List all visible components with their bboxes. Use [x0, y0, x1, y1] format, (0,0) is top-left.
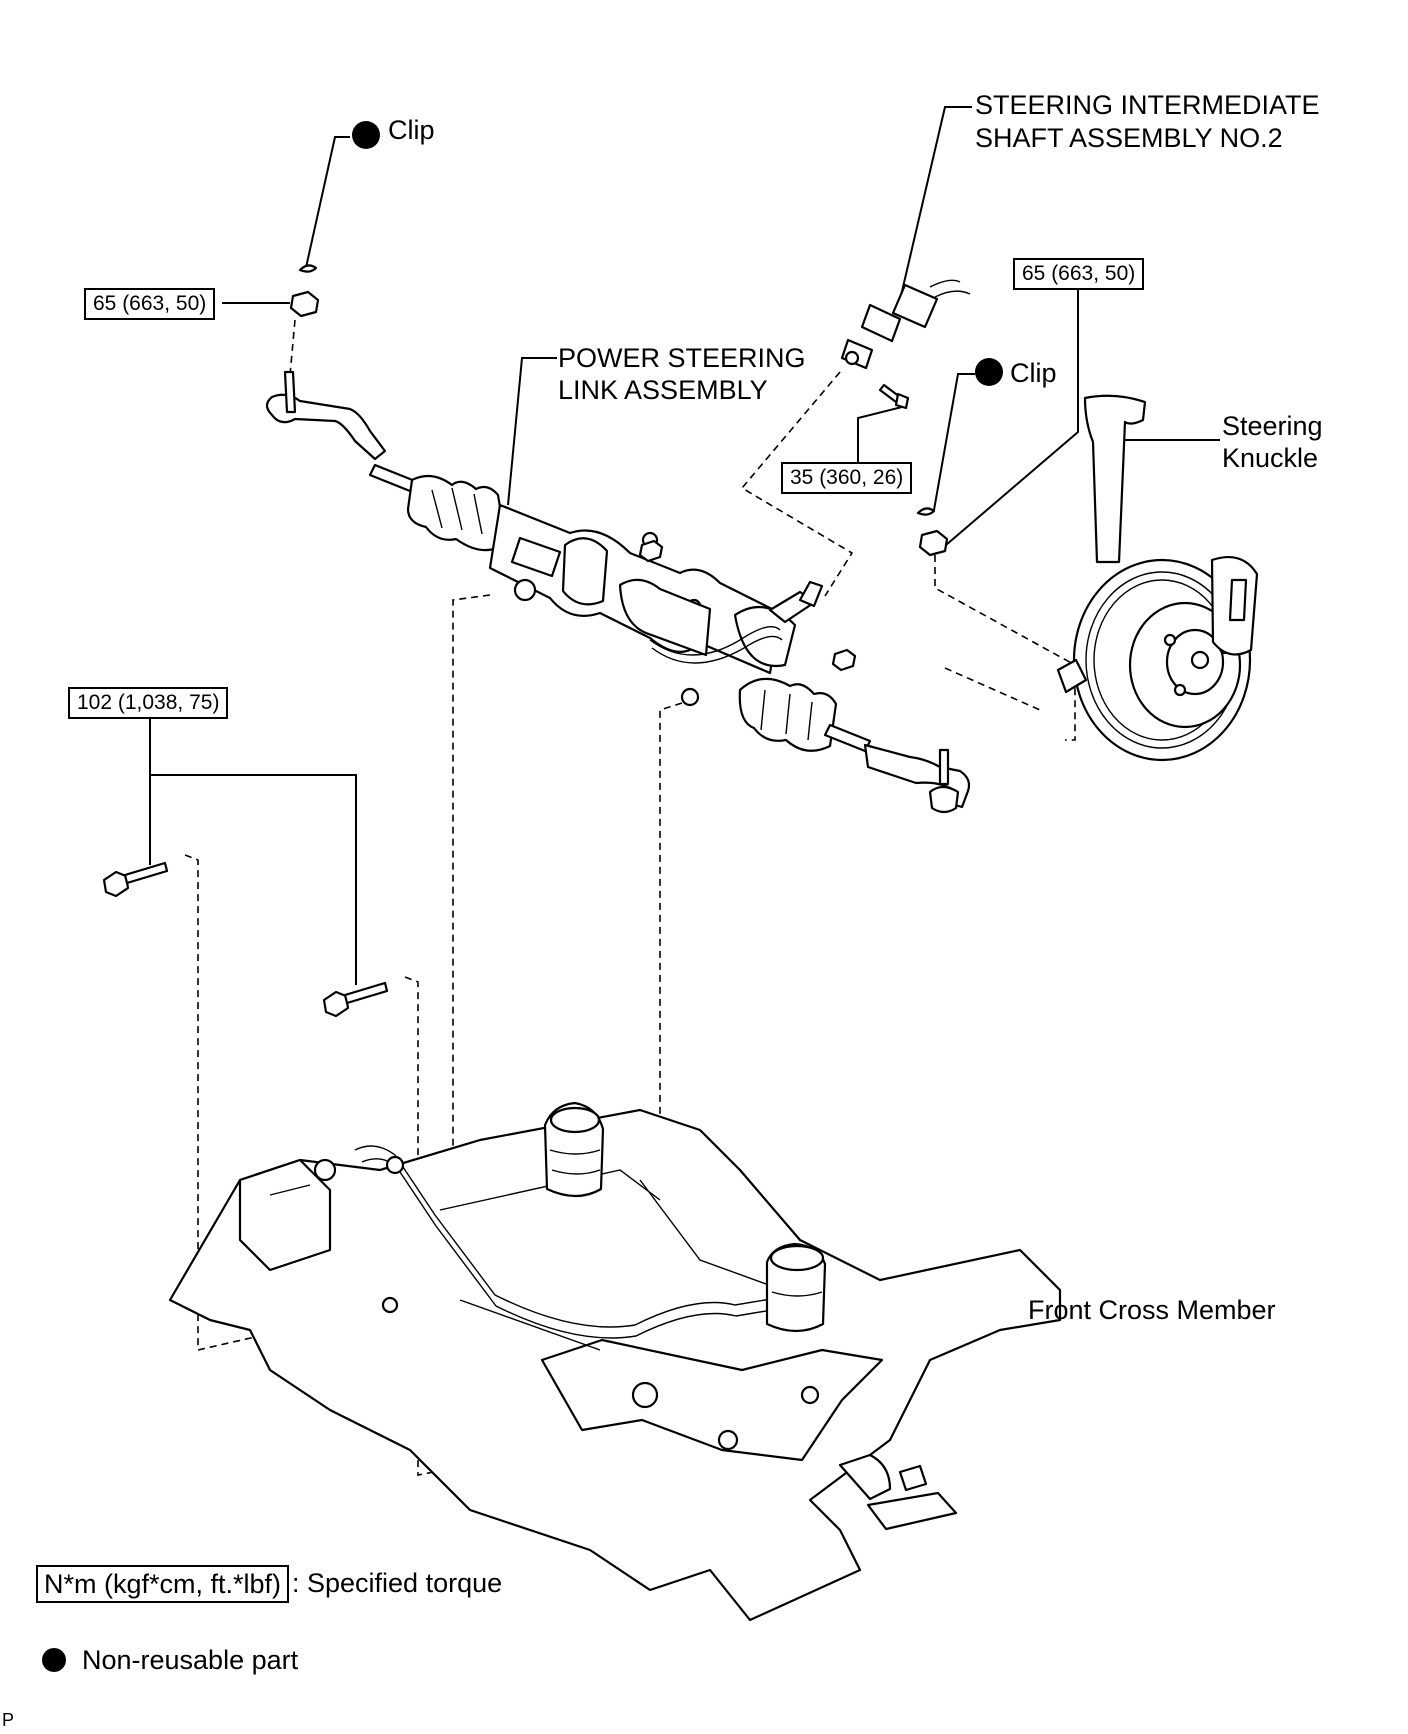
legend-torque-unit-box: N*m (kgf*cm, ft.*lbf): [36, 1565, 290, 1603]
legend-nonreusable-desc: Non-reusable part: [82, 1645, 299, 1675]
torque-box-tie-rod-right: 65 (663, 50): [1013, 258, 1145, 290]
label-clip-top: Clip: [388, 115, 435, 145]
corner-mark: P: [2, 1710, 14, 1730]
bolt-35-icon: [878, 383, 910, 410]
torque-box-intermediate-bolt: 35 (360, 26): [781, 462, 913, 494]
nonreusable-dot-right-icon: [975, 358, 1003, 386]
label-intermediate-shaft-1: STEERING INTERMEDIATE: [975, 90, 1320, 120]
label-front-cross-member: Front Cross Member: [1028, 1295, 1276, 1325]
front-cross-member-icon: [168, 1101, 1062, 1622]
torque-box-cross-member-bolts: 102 (1,038, 75): [68, 687, 229, 719]
bolt-right-icon: [322, 981, 389, 1018]
bolt-left-icon: [102, 861, 169, 898]
clip-right-icon: [916, 507, 936, 516]
intermediate-shaft-icon: [840, 279, 971, 370]
label-clip-right: Clip: [1010, 358, 1057, 388]
torque-box-tie-rod-left: 65 (663, 50): [84, 288, 216, 320]
castle-nut-right-icon: [918, 529, 949, 557]
legend-nonreusable-dot-icon: [42, 1648, 66, 1672]
clip-top-icon: [298, 264, 318, 273]
label-intermediate-shaft-2: SHAFT ASSEMBLY NO.2: [975, 123, 1283, 153]
label-knuckle-1: Steering: [1222, 411, 1323, 441]
label-power-steering-2: LINK ASSEMBLY: [558, 375, 768, 405]
steering-knuckle-icon: [1056, 394, 1259, 762]
label-knuckle-2: Knuckle: [1222, 443, 1319, 473]
legend-torque-desc: : Specified torque: [292, 1568, 503, 1598]
castle-nut-left-icon: [289, 290, 320, 318]
power-steering-rack-icon: [265, 370, 971, 814]
nonreusable-dot-top-icon: [352, 121, 380, 149]
label-power-steering-1: POWER STEERING: [558, 343, 806, 373]
